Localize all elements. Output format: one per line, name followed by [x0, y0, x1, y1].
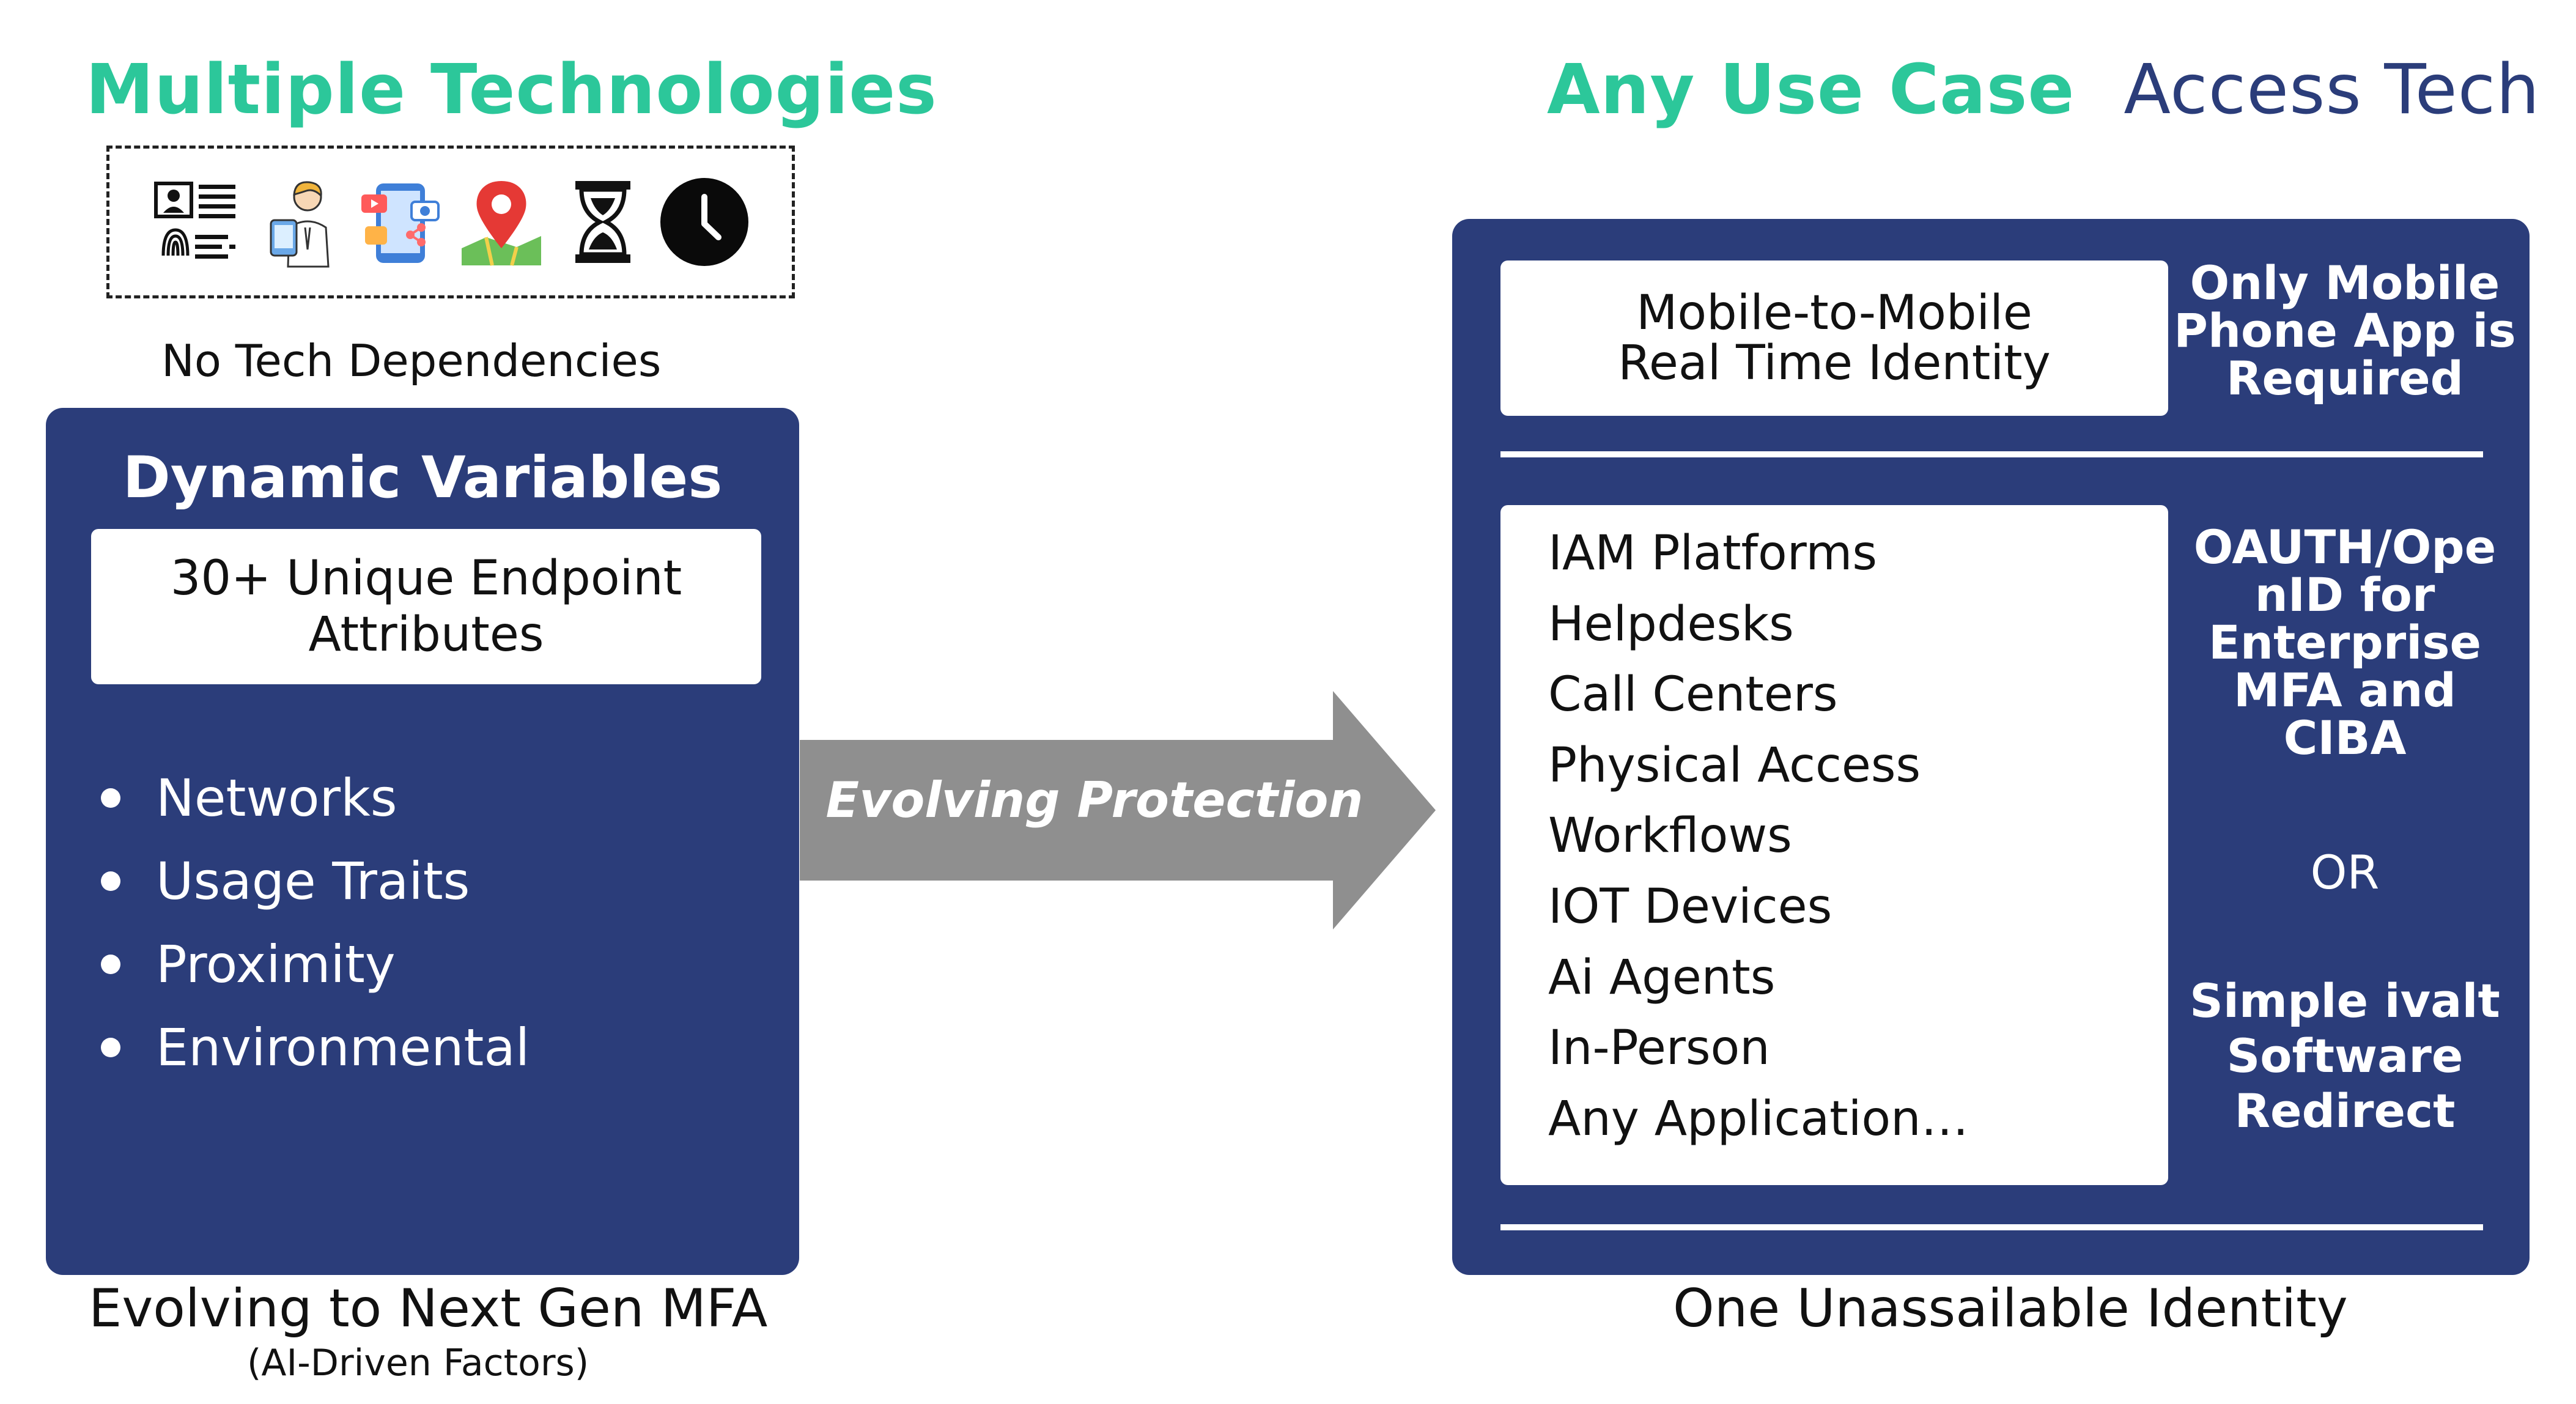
bullet-dot-icon [101, 788, 120, 808]
bullet-label: Environmental [156, 1018, 530, 1077]
note-line: CIBA [2283, 711, 2407, 765]
dynamic-variables-panel: Dynamic Variables 30+ Unique Endpoint At… [46, 408, 799, 1275]
list-item: IAM Platforms [1548, 526, 1878, 581]
note-line: MFA and [2234, 663, 2456, 717]
use-case-list: IAM Platforms Helpdesks Call Centers Phy… [1500, 505, 2168, 1185]
bullet-label: Proximity [156, 934, 396, 994]
variable-bullet-list: Networks Usage Traits Proximity Environm… [101, 756, 530, 1089]
clock-icon [659, 176, 750, 268]
list-item: Helpdesks [1548, 596, 1794, 652]
left-footer-title: Evolving to Next Gen MFA [89, 1278, 768, 1339]
mobile-to-mobile-box: Mobile-to-Mobile Real Time Identity [1500, 260, 2168, 416]
m2m-line-1: Mobile-to-Mobile [1636, 286, 2032, 341]
arrow-shape [800, 691, 1436, 929]
no-tech-dependencies-caption: No Tech Dependencies [161, 335, 662, 386]
endpoint-line-2: Attributes [308, 607, 544, 662]
left-footer-subtitle: (AI-Driven Factors) [247, 1342, 589, 1384]
note-line: Enterprise [2208, 615, 2482, 670]
note-line: Software [2226, 1029, 2463, 1083]
note-line: Redirect [2234, 1084, 2456, 1138]
oauth-note: OAUTH/Ope nID for Enterprise MFA and CIB… [2174, 523, 2516, 762]
or-text: OR [2310, 845, 2380, 900]
note-line: Simple ivalt [2190, 974, 2500, 1028]
list-item: Environmental [101, 1006, 530, 1089]
bullet-label: Usage Traits [156, 851, 470, 911]
list-item: Any Application… [1548, 1091, 1969, 1147]
endpoint-attributes-box: 30+ Unique Endpoint Attributes [91, 529, 761, 684]
evolving-protection-label: Evolving Protection [825, 772, 1364, 829]
list-item: IOT Devices [1548, 879, 1832, 934]
note-line: Required [2226, 351, 2464, 405]
bullet-label: Networks [156, 768, 397, 828]
bottom-divider [1500, 1224, 2483, 1230]
top-divider [1500, 451, 2483, 457]
person-with-phone-icon [253, 176, 344, 268]
use-case-panel: Mobile-to-Mobile Real Time Identity Only… [1452, 219, 2530, 1275]
mobile-app-note: Only Mobile Phone App is Required [2174, 259, 2516, 402]
bullet-dot-icon [101, 1038, 120, 1057]
evolving-protection-arrow [800, 691, 1436, 929]
dynamic-variables-title: Dynamic Variables [122, 445, 723, 511]
note-line: Phone App is [2174, 303, 2516, 358]
list-item: In-Person [1548, 1021, 1770, 1076]
list-item: Networks [101, 756, 530, 840]
technology-icon-strip [106, 146, 795, 298]
list-item: Call Centers [1548, 667, 1838, 723]
right-footer-title: One Unassailable Identity [1673, 1278, 2348, 1339]
note-line: OAUTH/Ope [2193, 520, 2497, 574]
list-item: Physical Access [1548, 737, 1921, 793]
mobile-apps-icon [354, 176, 446, 268]
bullet-dot-icon [101, 871, 120, 891]
list-item: Workflows [1548, 808, 1792, 864]
id-card-fingerprint-icon [151, 176, 243, 268]
right-title-navy: Access Tech [2124, 50, 2541, 130]
left-title: Multiple Technologies [86, 50, 937, 130]
bullet-dot-icon [101, 955, 120, 974]
note-line: nID for [2254, 567, 2435, 622]
list-item: Ai Agents [1548, 950, 1776, 1005]
list-item: Proximity [101, 923, 530, 1006]
hourglass-icon [557, 176, 649, 268]
map-pin-icon [456, 176, 547, 268]
m2m-line-2: Real Time Identity [1618, 336, 2051, 391]
endpoint-line-1: 30+ Unique Endpoint [170, 551, 682, 606]
redirect-note: Simple ivalt Software Redirect [2174, 974, 2516, 1139]
right-title-green: Any Use Case [1547, 50, 2075, 130]
right-title: Any Use Case Access Tech [1547, 50, 2540, 130]
note-line: Only Mobile [2190, 256, 2500, 310]
list-item: Usage Traits [101, 840, 530, 923]
